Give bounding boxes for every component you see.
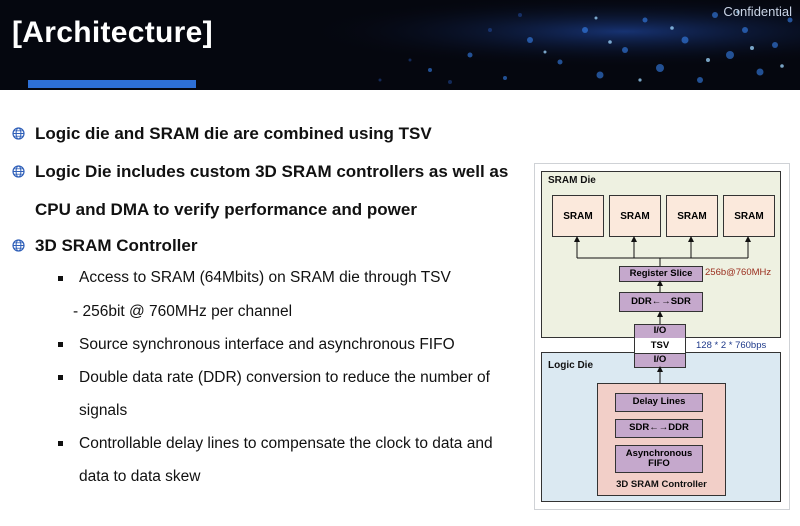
async-fifo-label: Asynchronous (625, 447, 693, 459)
bullet-text: CPU and DMA to verify performance and po… (35, 200, 417, 219)
square-bullet-icon (58, 441, 63, 446)
tsv-bandwidth-note: 128 * 2 * 760bps (696, 340, 767, 351)
logic-die-label: Logic Die (548, 360, 594, 371)
sram-block: SRAM (723, 195, 775, 237)
bullet-text: Logic die and SRAM die are combined usin… (35, 124, 432, 143)
bokeh-background (0, 0, 800, 90)
globe-bullet-icon (12, 127, 25, 140)
architecture-diagram: SRAM Die SRAM SRAM SRAM SRAM Register Sl… (534, 163, 790, 510)
header-banner: [Architecture] Confidential (0, 0, 800, 90)
globe-bullet-icon (12, 239, 25, 252)
sram-block: SRAM (609, 195, 661, 237)
async-fifo-label: FIFO (648, 458, 670, 469)
register-slice-note: 256b@760MHz (705, 267, 772, 278)
square-bullet-icon (58, 276, 63, 281)
page-title: [Architecture] (12, 16, 213, 49)
connection-arrows (574, 236, 751, 383)
square-bullet-icon (58, 375, 63, 380)
sub-bullet-text: Controllable delay lines to compensate t… (79, 435, 493, 452)
sdr-ddr-block: SDR←→DDR (615, 419, 703, 438)
delay-lines-block: Delay Lines (615, 393, 703, 412)
sram-die-label: SRAM Die (548, 175, 596, 186)
confidential-label: Confidential (723, 4, 792, 19)
bullet-text: Logic Die includes custom 3D SRAM contro… (35, 162, 509, 181)
sram-block: SRAM (552, 195, 604, 237)
sub-bullet-text: Access to SRAM (64Mbits) on SRAM die thr… (79, 269, 451, 286)
sub-bullet-text: signals (79, 402, 128, 419)
globe-bullet-icon (12, 165, 25, 178)
bullet-text: 3D SRAM Controller (35, 236, 198, 255)
sub-bullet-detail: - 256bit @ 760MHz per channel (73, 303, 293, 320)
title-accent-bar (28, 80, 196, 88)
async-fifo-block: Asynchronous FIFO (615, 445, 703, 473)
sub-bullet-text: Double data rate (DDR) conversion to red… (79, 369, 490, 386)
sub-bullet-text: Source synchronous interface and asynchr… (79, 336, 455, 353)
square-bullet-icon (58, 342, 63, 347)
tsv-block: TSV (634, 338, 686, 353)
sub-bullet-text: data to data skew (79, 468, 201, 485)
sram-controller-label: 3D SRAM Controller (616, 479, 707, 490)
